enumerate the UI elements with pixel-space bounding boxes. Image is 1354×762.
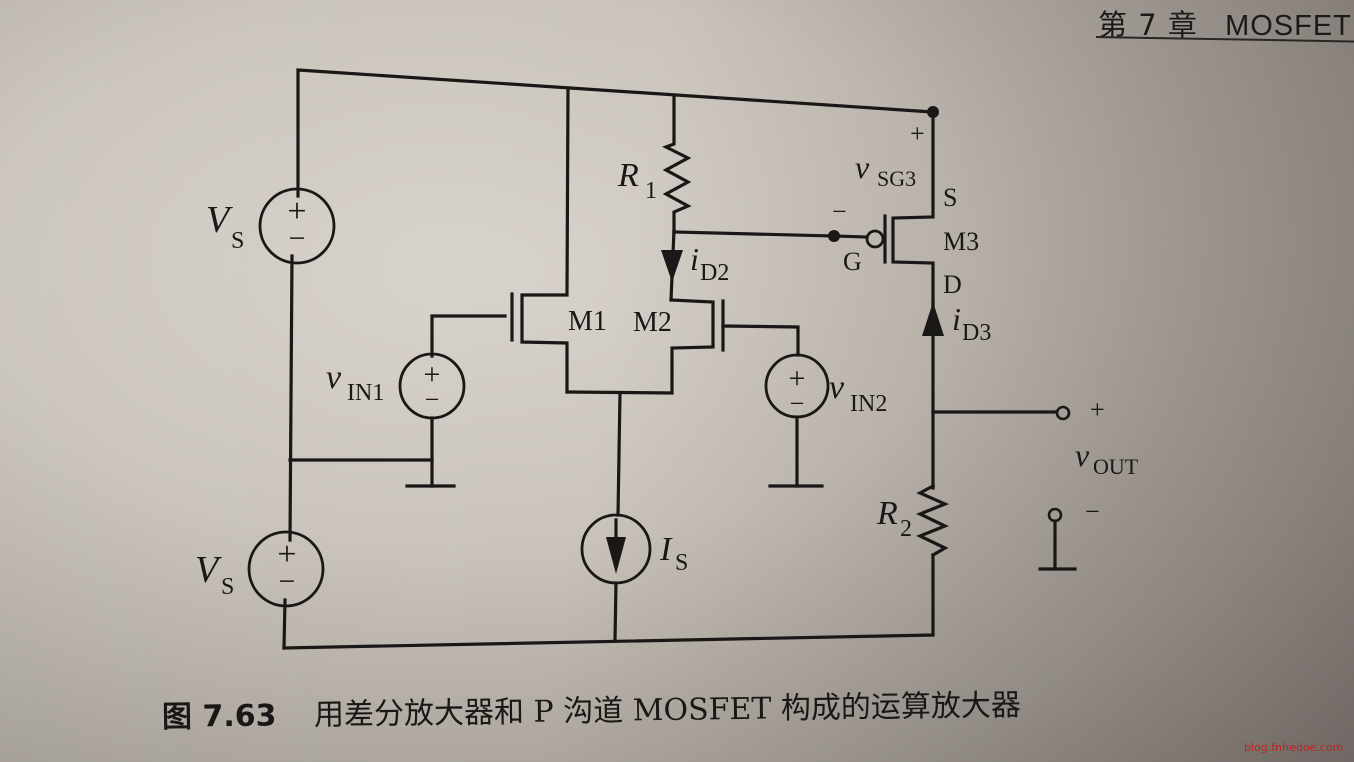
output-terminal-minus[interactable] xyxy=(1047,507,1063,523)
vin1-plus: + xyxy=(424,358,441,391)
is-current-source: I S xyxy=(580,513,688,642)
is-subscript: S xyxy=(675,550,688,576)
r2-subscript: 2 xyxy=(900,516,912,542)
vout-minus: − xyxy=(1085,497,1100,526)
vs-top-label: V xyxy=(206,199,233,241)
is-label: I xyxy=(659,531,673,568)
m3-label: M3 xyxy=(943,227,979,256)
vs-top-source: + − V S xyxy=(206,187,336,265)
vs-bottom-source: + − V S xyxy=(195,530,325,608)
vout-plus: + xyxy=(1090,395,1105,424)
wire-top-rail xyxy=(296,68,935,198)
vin2-source: + − v IN2 xyxy=(721,324,887,488)
vin2-minus: − xyxy=(790,389,805,418)
r1-subscript: 1 xyxy=(645,178,657,204)
vsg3-minus: − xyxy=(832,197,847,226)
vsg3-plus: + xyxy=(910,119,925,148)
vs-bottom-label: V xyxy=(195,549,222,591)
vs-bottom-plus: + xyxy=(277,536,296,573)
vs-top-plus: + xyxy=(287,193,306,230)
vin2-label: v xyxy=(829,369,845,406)
m1-transistor: M1 xyxy=(510,86,607,394)
vsg3-subscript: SG3 xyxy=(877,166,916,191)
vout-label: v xyxy=(1075,437,1090,473)
vin2-plus: + xyxy=(789,362,806,395)
vs-top-subscript: S xyxy=(231,228,244,254)
wire-tail-to-is xyxy=(616,391,622,517)
r2-label: R xyxy=(876,495,898,532)
vsg3-label: v xyxy=(855,149,870,185)
m3-source-label: S xyxy=(943,183,957,212)
wire-bottom-rail xyxy=(282,553,935,650)
wire-vs-top-to-mid xyxy=(288,254,294,542)
m2-transistor: M2 xyxy=(633,298,725,394)
vs-bottom-subscript: S xyxy=(221,574,234,600)
m3-drain-label: D xyxy=(943,270,962,299)
id2-subscript: D2 xyxy=(700,260,729,286)
id2-arrow xyxy=(661,250,683,282)
running-header: 第 7 章 MOSFET xyxy=(1098,2,1352,44)
wire-r1-to-gate xyxy=(672,230,836,238)
r1-resistor: R 1 xyxy=(617,94,692,235)
r1-label: R xyxy=(617,157,639,194)
id3-label: i xyxy=(952,301,961,337)
wire-vs-bottom-to-bottom-rail xyxy=(282,598,287,650)
figure-number: 图 7.63 xyxy=(161,698,277,735)
vin1-subscript: IN1 xyxy=(347,380,384,406)
r2-resistor: R 2 xyxy=(876,483,950,558)
vin1-label: v xyxy=(326,359,342,396)
vs-bottom-minus: − xyxy=(279,565,296,598)
m3-transistor: S G M3 D xyxy=(832,110,979,312)
vin1-source: + − v IN1 xyxy=(326,314,507,488)
output-terminal-plus[interactable] xyxy=(1055,405,1071,421)
vs-top-minus: − xyxy=(289,222,306,255)
vout-subscript: OUT xyxy=(1093,454,1139,479)
m2-label: M2 xyxy=(633,307,672,338)
id3-subscript: D3 xyxy=(962,320,991,346)
watermark: blog.fnhedoe.com xyxy=(1244,741,1344,754)
vin2-subscript: IN2 xyxy=(850,391,887,417)
m1-label: M1 xyxy=(568,306,607,337)
vin1-minus: − xyxy=(425,385,440,414)
id3-arrow xyxy=(922,302,944,336)
chapter-topic: MOSFET xyxy=(1225,10,1352,42)
m3-gate-label: G xyxy=(843,247,862,276)
id2-label: i xyxy=(690,241,699,277)
